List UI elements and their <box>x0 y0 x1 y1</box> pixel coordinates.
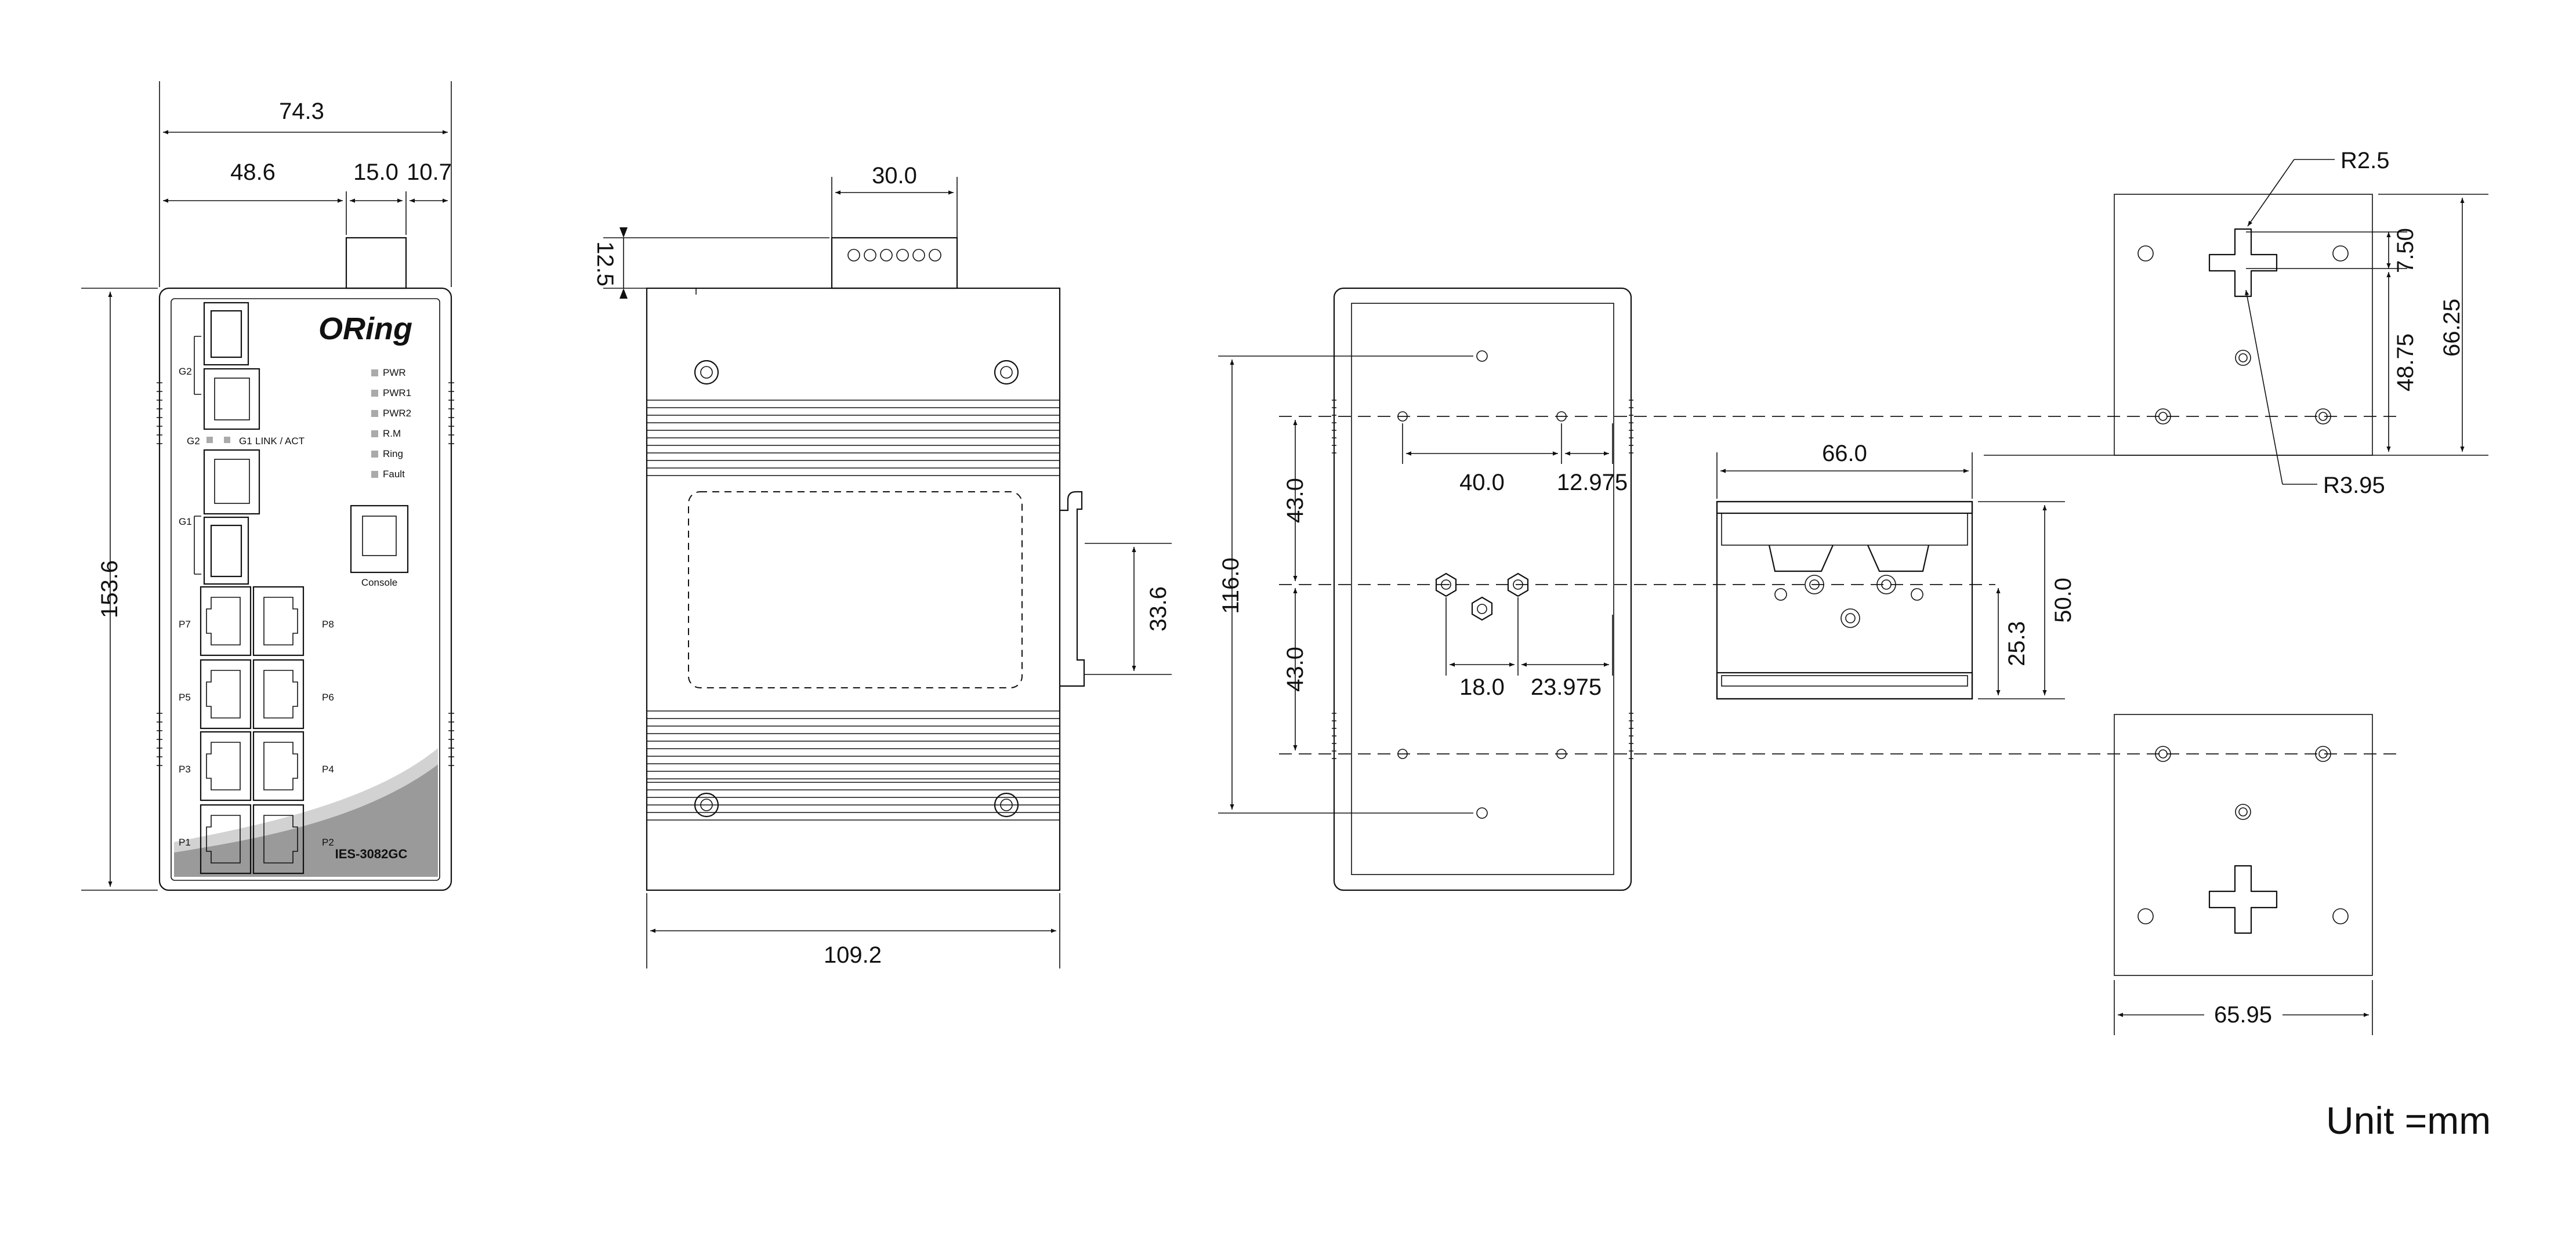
link-label-g1: G1 <box>239 436 252 447</box>
dim-height: 153.6 <box>97 560 122 618</box>
rj45-port <box>203 449 260 515</box>
dim-back-lower: 43.0 <box>1282 647 1308 692</box>
port-label: P1 <box>179 837 191 848</box>
console-port <box>350 505 409 574</box>
ethernet-port <box>200 659 252 730</box>
terminal-pin <box>880 249 893 262</box>
slot-label-g1: G1 <box>179 516 192 527</box>
terminal-pin <box>929 249 941 262</box>
console-label: Console <box>361 577 397 588</box>
led-indicator <box>371 471 378 478</box>
port-label: P3 <box>179 764 191 775</box>
slot-label-g2: G2 <box>179 366 192 377</box>
screw-center <box>1000 799 1013 811</box>
dim-w2: 15.0 <box>353 159 398 185</box>
ethernet-port <box>200 586 252 656</box>
dim-nut-spacing: 18.0 <box>1459 674 1505 700</box>
screw-center <box>700 366 713 379</box>
dim-w1: 48.6 <box>230 159 276 185</box>
led-label: Fault <box>383 469 405 480</box>
front-view: 74.3 48.6 15.0 10.7 153.6 ORing G2 PWR PW… <box>81 81 454 891</box>
port-label: P4 <box>322 764 334 775</box>
brand-logo: ORing <box>318 311 412 346</box>
dim-connector-height: 12.5 <box>592 241 618 286</box>
dim-din-height: 50.0 <box>2050 578 2076 623</box>
unit-label: Unit =mm <box>2326 1099 2491 1142</box>
link-label-g2: G2 <box>187 436 200 447</box>
dim-nut-offset: 23.975 <box>1531 674 1602 700</box>
link-label-act: LINK / ACT <box>255 436 305 447</box>
dim-total-width: 74.3 <box>279 99 324 124</box>
dim-connector: 30.0 <box>872 163 917 188</box>
terminal-pin <box>896 249 909 262</box>
din-rail-bracket: 66.0 50.0 25.3 <box>1716 441 2076 700</box>
back-view: 116.0 43.0 43.0 40.0 12.975 18.0 23.975 <box>1218 287 2401 891</box>
dim-wall-d1: 7.50 <box>2393 228 2418 273</box>
dim-radius-large: R3.95 <box>2323 473 2385 498</box>
screw <box>994 792 1019 818</box>
dim-back-span: 40.0 <box>1459 470 1505 495</box>
terminal-pin <box>864 249 876 262</box>
dim-wall-d3: 66.25 <box>2439 299 2465 357</box>
led-label: R.M <box>383 428 401 439</box>
led-indicator <box>371 410 378 417</box>
terminal-pin <box>847 249 860 262</box>
model-label: IES-3082GC <box>335 847 408 861</box>
terminal-pin <box>912 249 925 262</box>
led-label: PWR1 <box>383 387 411 398</box>
dim-din-width: 66.0 <box>1822 441 1867 466</box>
dim-din-center: 25.3 <box>2004 621 2030 666</box>
port-label: P8 <box>322 619 334 630</box>
led-label: PWR <box>383 367 406 378</box>
port-label: P5 <box>179 692 191 703</box>
led-indicator <box>371 369 378 376</box>
ethernet-port <box>252 659 305 730</box>
ethernet-port <box>252 804 305 875</box>
dim-wall-d2: 48.75 <box>2393 333 2418 391</box>
screw <box>694 360 719 385</box>
dim-back-upper: 43.0 <box>1282 478 1308 523</box>
screw-center <box>700 799 713 811</box>
wall-mount-plates: 7.50 48.75 66.25 R2.5 R3.95 65.95 <box>1984 148 2488 1035</box>
screw <box>694 792 719 818</box>
dim-back-offset: 12.975 <box>1557 470 1628 495</box>
led-label: Ring <box>383 448 403 459</box>
led-indicator <box>371 390 378 397</box>
dim-clip: 33.6 <box>1146 586 1171 632</box>
port-label: P2 <box>322 837 334 848</box>
led-label: PWR2 <box>383 408 411 419</box>
rj45-port <box>203 368 260 430</box>
dim-wall-width: 65.95 <box>2214 1002 2272 1028</box>
dim-w3: 10.7 <box>407 159 452 185</box>
screw-center <box>1000 366 1013 379</box>
dim-radius-small: R2.5 <box>2340 148 2390 173</box>
screw <box>994 360 1019 385</box>
ethernet-port <box>200 731 252 801</box>
ethernet-port <box>252 586 305 656</box>
ethernet-port <box>200 804 252 875</box>
led-indicator <box>371 430 378 437</box>
port-label: P6 <box>322 692 334 703</box>
led-indicator <box>371 451 378 458</box>
side-view: 30.0 12.5 33.6 109.2 <box>592 163 1172 968</box>
dim-depth: 109.2 <box>824 942 882 968</box>
dim-back-total: 116.0 <box>1218 557 1244 614</box>
port-label: P7 <box>179 619 191 630</box>
ethernet-port <box>252 731 305 801</box>
